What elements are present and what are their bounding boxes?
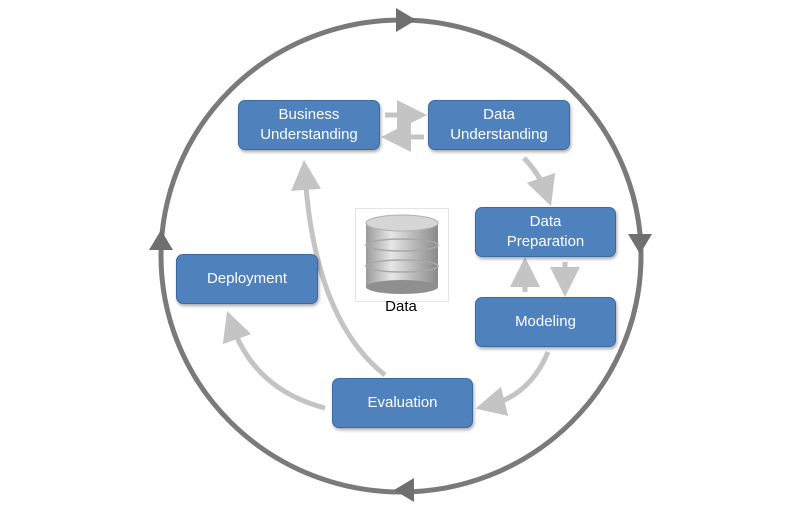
database-icon: [365, 214, 439, 294]
arrow-du-to-dp: [522, 156, 556, 207]
cycle-arrow-right-icon: [628, 234, 652, 254]
arrow-eval-to-bu: [291, 160, 387, 377]
arrow-mod-to-eval: [475, 351, 551, 416]
phase-deployment: Deployment: [176, 254, 318, 304]
arrow-eval-to-deploy: [222, 310, 326, 411]
phase-business-understanding: Business Understanding: [238, 100, 380, 150]
data-store: [355, 208, 449, 302]
cycle-arrow-bottom-icon: [394, 478, 414, 502]
phase-data-preparation: Data Preparation: [475, 207, 616, 257]
data-store-label: Data: [385, 298, 417, 315]
cycle-arrow-left-icon: [149, 230, 173, 250]
phase-evaluation: Evaluation: [332, 378, 473, 428]
phase-data-understanding: Data Understanding: [428, 100, 570, 150]
cycle-arrow-top-icon: [396, 8, 416, 32]
phase-modeling: Modeling: [475, 297, 616, 347]
